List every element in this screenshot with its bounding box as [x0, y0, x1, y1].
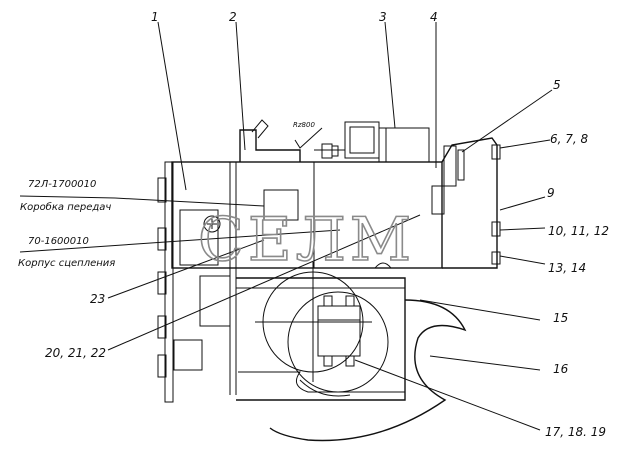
- left-flange: [157, 161, 231, 403]
- part-labels: 72Л-1700010 Коробка передач 70-1600010 К…: [18, 179, 115, 269]
- callout-10-11-12: 10, 11, 12: [548, 224, 609, 238]
- callout-2: 2: [229, 10, 237, 24]
- watermark-text: СЕЛМ: [198, 205, 415, 275]
- callout-20-21-22: 20, 21, 22: [45, 346, 106, 360]
- lower-housing: [236, 262, 467, 442]
- callout-15: 15: [553, 311, 568, 325]
- callout-16: 16: [553, 362, 569, 376]
- callout-5: 5: [553, 78, 561, 92]
- top-cap-assembly: [239, 119, 301, 162]
- leader-lines: [19, 21, 553, 431]
- callout-23: 23: [90, 292, 105, 306]
- gearbox-name: Коробка передач: [20, 201, 111, 213]
- gearbox-code: 72Л-1700010: [28, 179, 96, 190]
- callout-labels: 1 2 3 4 5 6, 7, 8 9 10, 11, 12 13, 14 15…: [45, 10, 609, 439]
- callout-1: 1: [151, 10, 159, 24]
- callout-6-7-8: 6, 7, 8: [550, 132, 589, 146]
- callout-17-18-19: 17, 18. 19: [545, 425, 606, 439]
- clutch-name: Корпус сцепления: [18, 258, 115, 269]
- roughness-text: Rz800: [293, 121, 315, 129]
- right-bracket: [431, 137, 501, 269]
- callout-4: 4: [430, 10, 438, 24]
- callout-9: 9: [547, 186, 555, 200]
- clutch-code: 70-1600010: [28, 236, 89, 247]
- callout-13-14: 13, 14: [548, 261, 586, 275]
- roughness-mark: Rz800: [293, 121, 323, 149]
- top-solenoid: [314, 121, 430, 163]
- callout-3: 3: [379, 10, 387, 24]
- housing-body: [171, 161, 443, 395]
